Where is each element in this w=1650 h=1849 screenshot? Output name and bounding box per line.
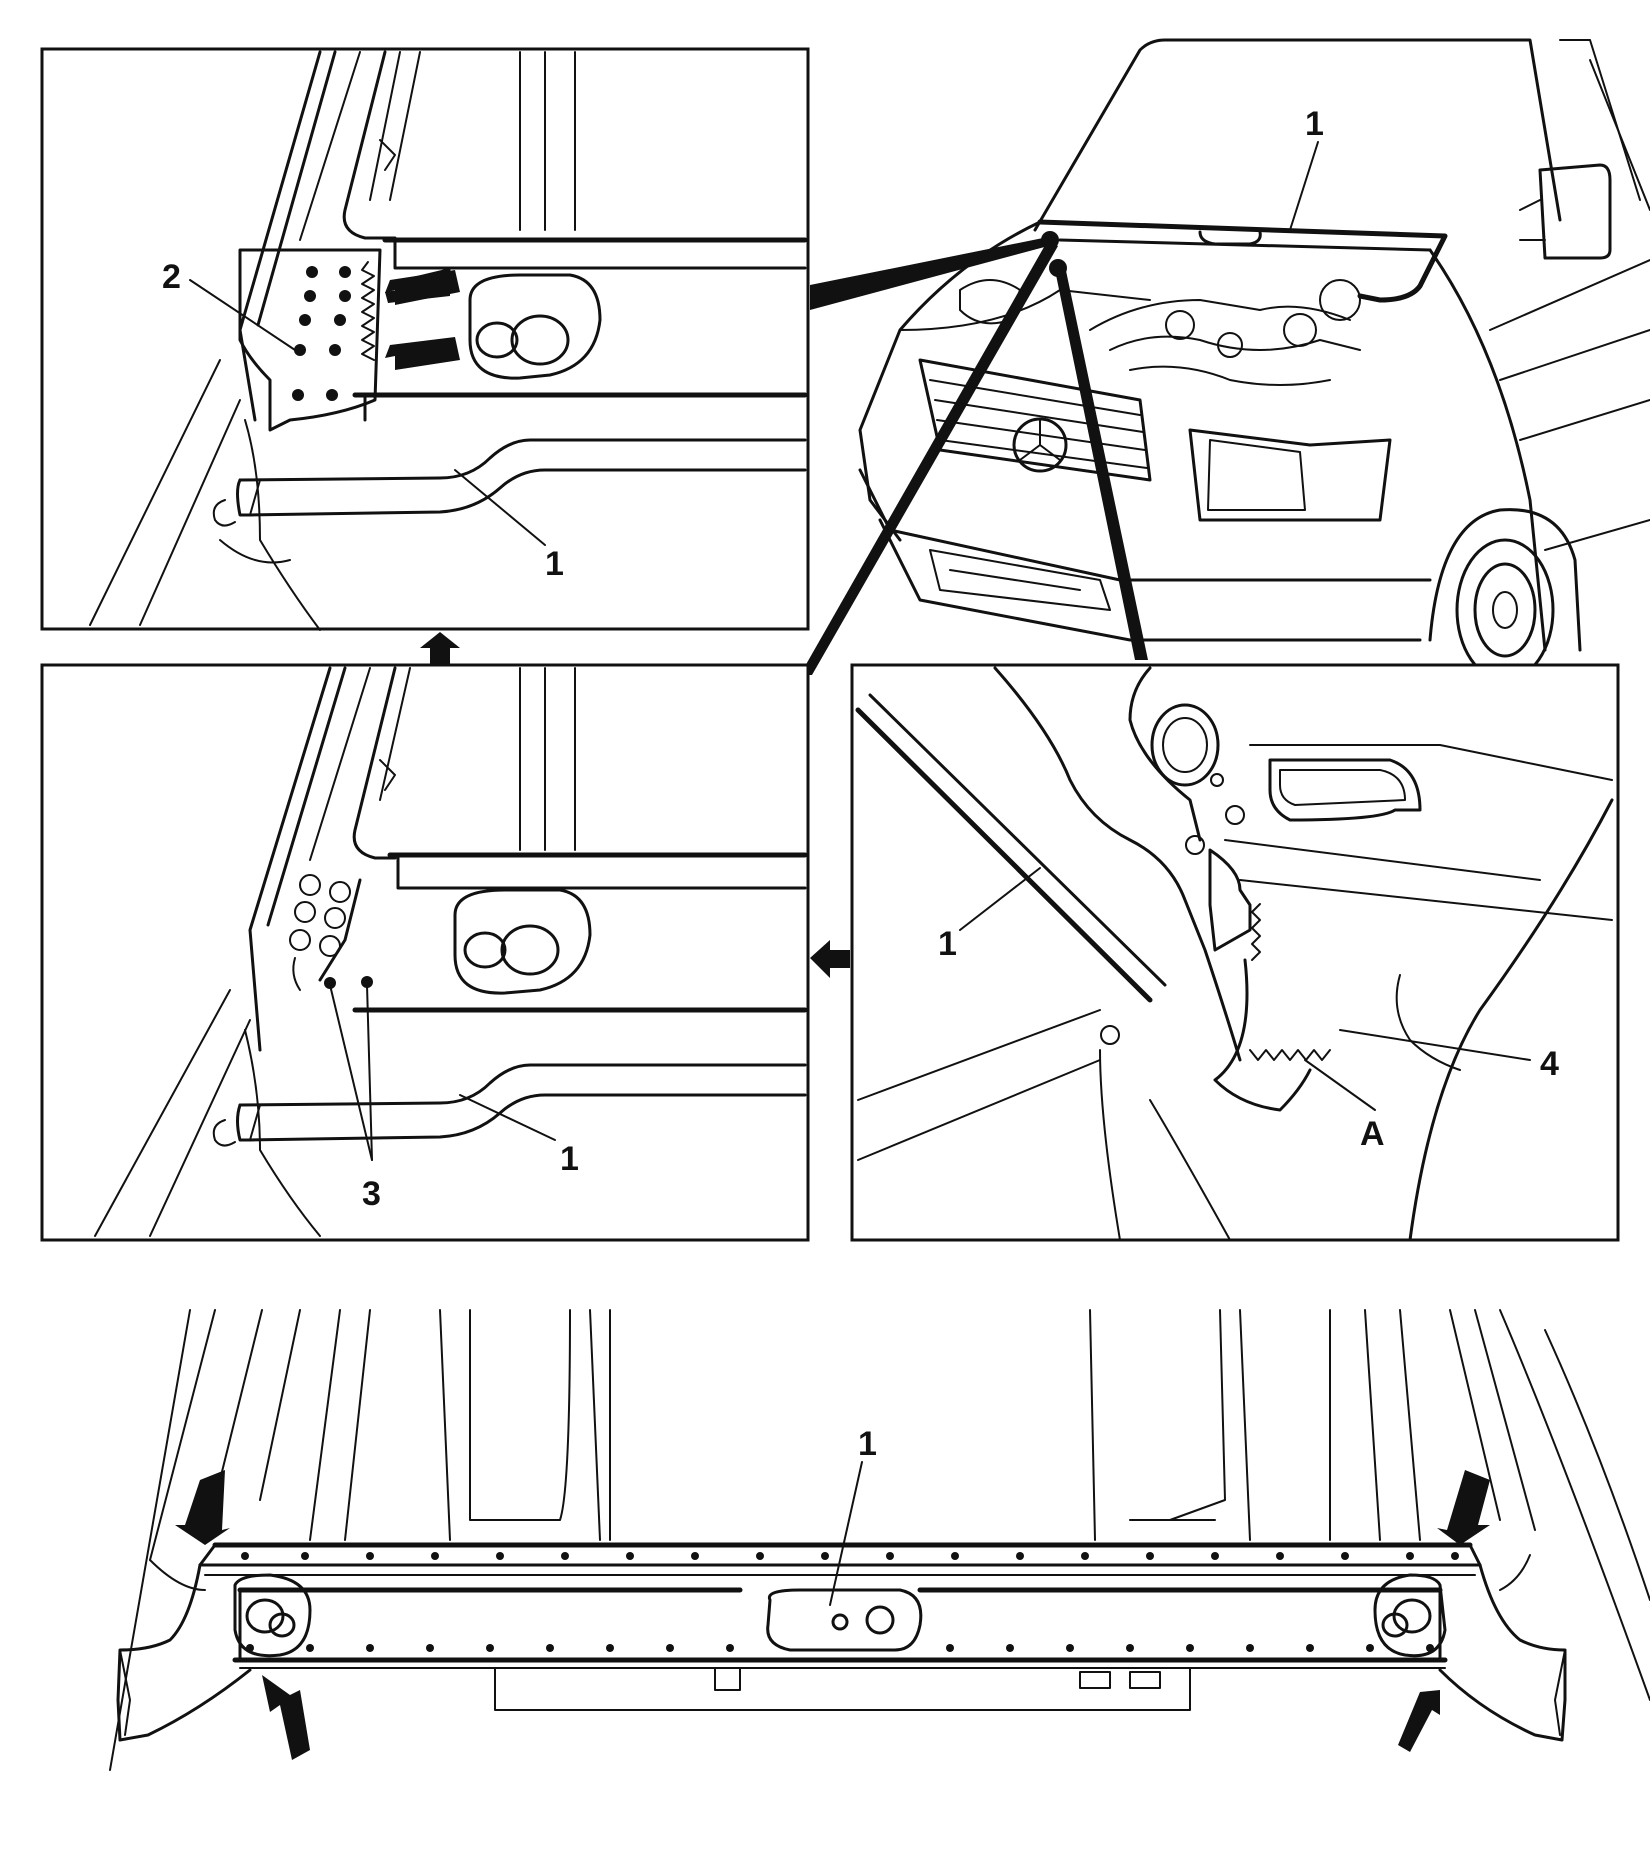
panel-mid-right: A 4 1 — [850, 663, 1620, 1242]
callout-3: 3 — [362, 1175, 381, 1213]
arrow-up-icon — [420, 632, 460, 666]
arrow-up-right-icon — [262, 1675, 310, 1760]
callout-A: A — [1360, 1115, 1385, 1153]
panel-top-right-van: 1 — [858, 38, 1650, 682]
callout-1-bottom: 1 — [858, 1425, 877, 1463]
arrow-up-left-icon — [1398, 1690, 1440, 1752]
arrow-down-left-icon — [1437, 1470, 1490, 1545]
spot-welds-top — [241, 1552, 1459, 1560]
arrow-down-right-icon — [175, 1470, 230, 1545]
callout-4: 4 — [1540, 1045, 1559, 1083]
callout-1-mid-left: 1 — [560, 1140, 579, 1178]
spot-welds-bottom — [246, 1644, 1434, 1652]
arrow-left-icon — [810, 940, 850, 978]
leader-lines — [800, 231, 1148, 675]
callout-2-top-left: 2 — [162, 258, 181, 296]
panel-top-left: 2 1 — [40, 47, 810, 631]
callout-1-van: 1 — [1305, 105, 1324, 143]
callout-1-mid-right: 1 — [938, 925, 957, 963]
panel-mid-left: 3 1 — [40, 663, 810, 1242]
callout-1-top-left: 1 — [545, 545, 564, 583]
panel-bottom: 1 — [109, 1309, 1650, 1771]
